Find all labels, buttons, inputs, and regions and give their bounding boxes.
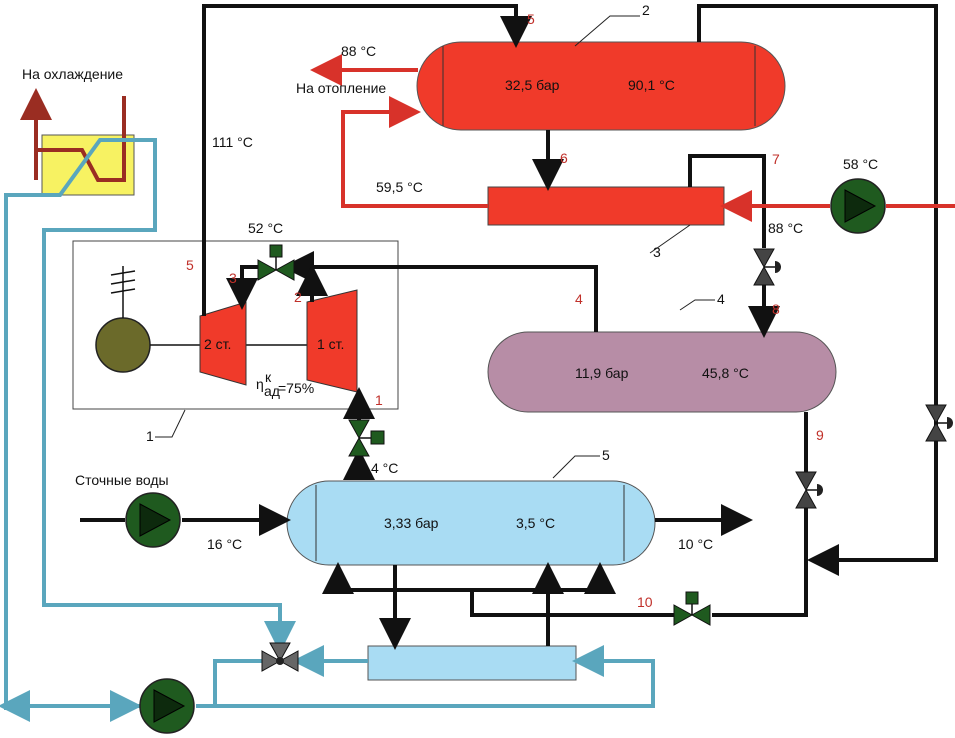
vessel-5-temp: 3,5 °С bbox=[516, 515, 555, 531]
temp-88: 88 °С bbox=[768, 220, 803, 236]
valve-10-solenoid[interactable] bbox=[673, 591, 711, 626]
temp-4: 4 °С bbox=[371, 460, 398, 476]
point-9: 9 bbox=[816, 427, 824, 443]
cooling-lines bbox=[20, 88, 126, 182]
valve-1-solenoid[interactable] bbox=[348, 419, 385, 457]
valve-3-solenoid[interactable] bbox=[257, 244, 295, 281]
temp-16: 16 °С bbox=[207, 536, 242, 552]
ground-symbol bbox=[110, 266, 136, 318]
vessel-5 bbox=[286, 480, 656, 566]
heat-exchanger-3 bbox=[487, 186, 725, 226]
stage-1-label: 1 ст. bbox=[317, 336, 344, 352]
point-1: 1 bbox=[375, 392, 383, 408]
pump-wastewater[interactable] bbox=[125, 492, 181, 548]
pump-brine[interactable] bbox=[139, 678, 195, 734]
component-tag-1: 1 bbox=[146, 428, 154, 444]
point-5-top: 5 bbox=[527, 11, 535, 27]
vessel-2 bbox=[416, 41, 786, 131]
component-tag-5: 5 bbox=[602, 447, 610, 463]
vessel-4-pressure: 11,9 бар bbox=[575, 365, 629, 381]
wastewater-label: Сточные воды bbox=[75, 472, 169, 488]
point-7: 7 bbox=[772, 151, 780, 167]
refrigerant-lines bbox=[80, 4, 938, 650]
vessel-4 bbox=[487, 331, 837, 413]
point-8: 8 bbox=[772, 301, 780, 317]
motor bbox=[95, 317, 151, 373]
pump-heating[interactable] bbox=[830, 178, 886, 234]
efficiency-sup: к bbox=[265, 369, 272, 385]
component-tag-3: 3 bbox=[653, 244, 661, 260]
efficiency-value: =75% bbox=[278, 380, 314, 396]
vessel-4-temp: 45,8 °С bbox=[702, 365, 749, 381]
component-tag-4: 4 bbox=[717, 291, 725, 307]
point-3: 3 bbox=[229, 270, 237, 286]
valve-three-way[interactable] bbox=[261, 642, 299, 672]
efficiency-sub: ад bbox=[264, 383, 280, 399]
bottom-heat-exchanger bbox=[367, 645, 577, 681]
temp-59-5: 59,5 °С bbox=[376, 179, 423, 195]
vessel-5-pressure: 3,33 бар bbox=[384, 515, 439, 531]
tag-leaders bbox=[155, 15, 715, 479]
temp-58: 58 °С bbox=[843, 156, 878, 172]
vessel-2-pressure: 32,5 бар bbox=[505, 77, 560, 93]
cooling-label: На охлаждение bbox=[22, 66, 123, 82]
temp-10: 10 °С bbox=[678, 536, 713, 552]
point-5-left: 5 bbox=[186, 257, 194, 273]
valve-9-expansion[interactable] bbox=[795, 471, 823, 509]
point-4: 4 bbox=[575, 291, 583, 307]
efficiency-eta: η bbox=[256, 376, 264, 392]
vessel-2-temp: 90,1 °С bbox=[628, 77, 675, 93]
component-tag-2: 2 bbox=[642, 2, 650, 18]
point-2: 2 bbox=[294, 289, 302, 305]
heating-temp: 88 °С bbox=[341, 43, 376, 59]
heating-label: На отопление bbox=[296, 80, 386, 96]
stage-2-label: 2 ст. bbox=[204, 336, 231, 352]
point-10: 10 bbox=[637, 594, 653, 610]
hot-water-lines bbox=[310, 54, 955, 222]
compressor-frame bbox=[72, 240, 399, 410]
temp-52: 52 °С bbox=[248, 220, 283, 236]
valve-right-expansion[interactable] bbox=[925, 404, 953, 442]
point-6: 6 bbox=[560, 150, 568, 166]
valve-8-expansion[interactable] bbox=[753, 248, 781, 286]
temp-111: 111 °С bbox=[212, 134, 253, 150]
